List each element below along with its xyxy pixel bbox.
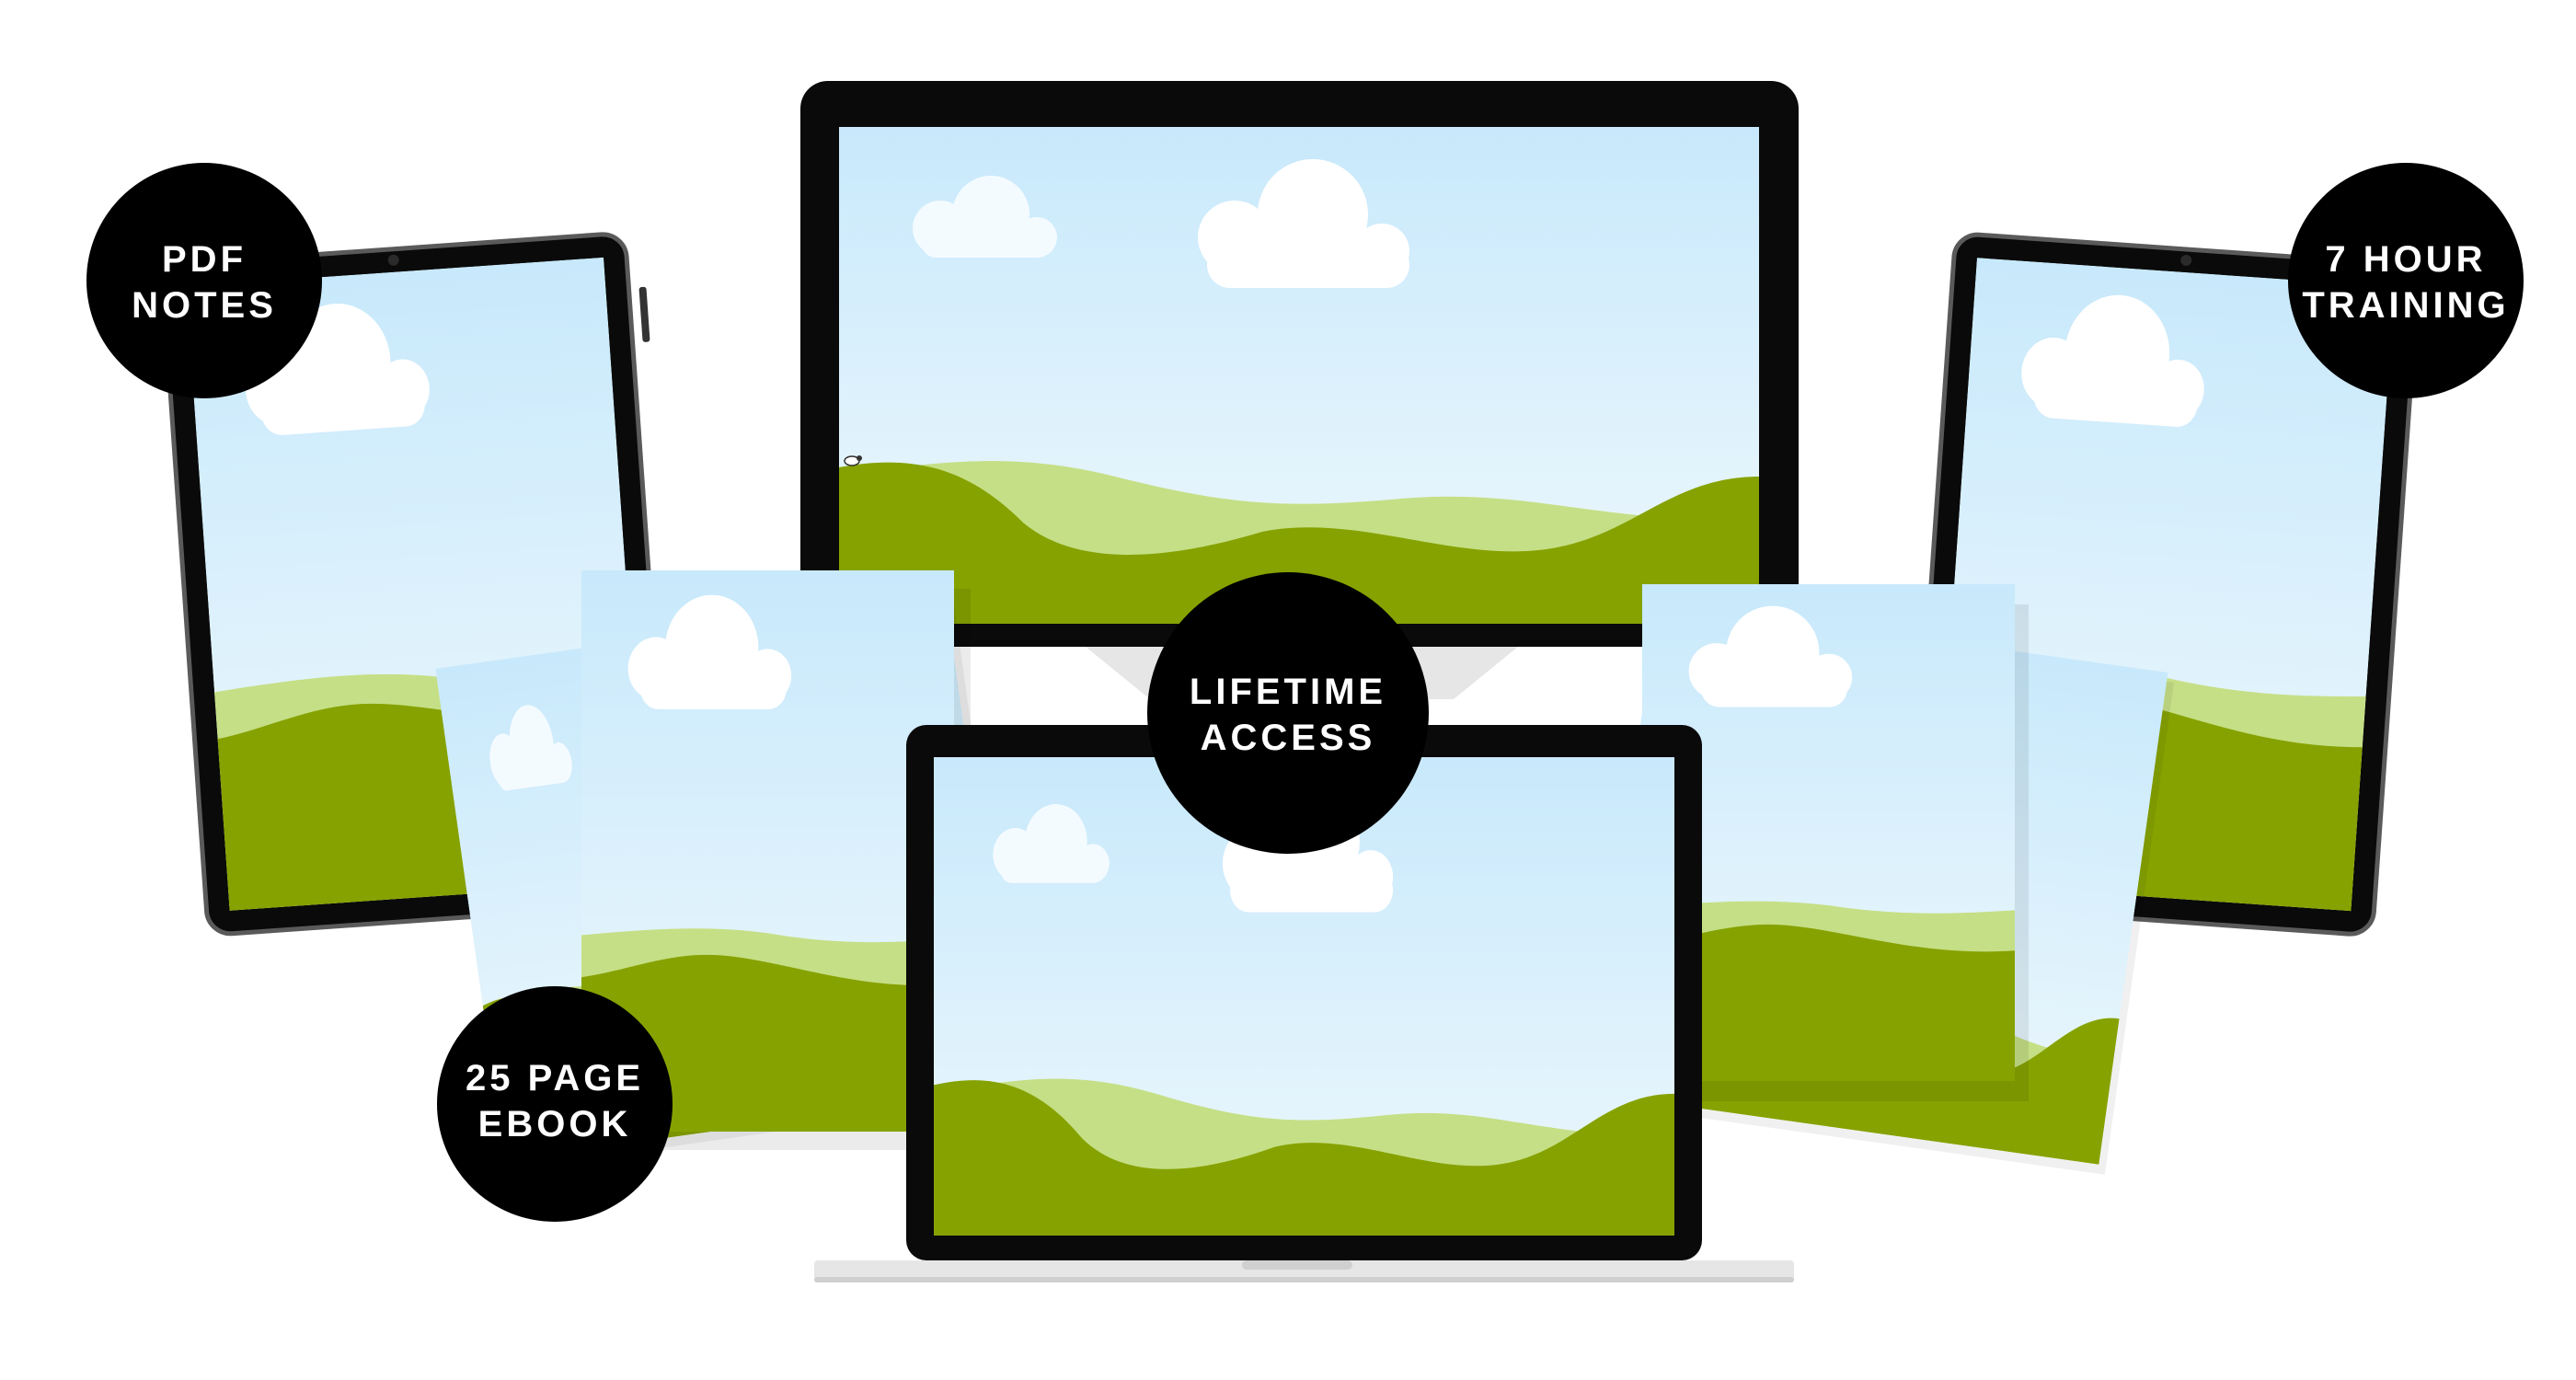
badge-pdf-notes-line1: PDF [162,239,247,280]
camera-icon [387,254,399,266]
badge-ebook-line1: 25 PAGE [466,1058,644,1098]
sheep-icon [844,455,862,466]
badge-ebook-line2: EBOOK [478,1104,632,1144]
badge-lifetime-line1: LIFETIME [1190,672,1386,712]
badge-pdf-notes-line2: NOTES [132,285,277,326]
laptop [814,725,1794,1282]
monitor-screen [839,127,1759,624]
badge-7-hour-training: 7 HOUR TRAINING [2288,163,2524,398]
badge-lifetime-access: LIFETIME ACCESS [1147,572,1429,854]
badge-25-page-ebook: 25 PAGE EBOOK [437,986,673,1222]
badge-pdf-notes: PDF NOTES [86,163,322,398]
right-page-front [1642,584,2029,1101]
badge-lifetime-line2: ACCESS [1201,718,1376,758]
badge-7-hour-line2: TRAINING [2302,285,2509,326]
camera-icon [2180,254,2192,266]
badge-7-hour-line1: 7 HOUR [2325,239,2486,280]
